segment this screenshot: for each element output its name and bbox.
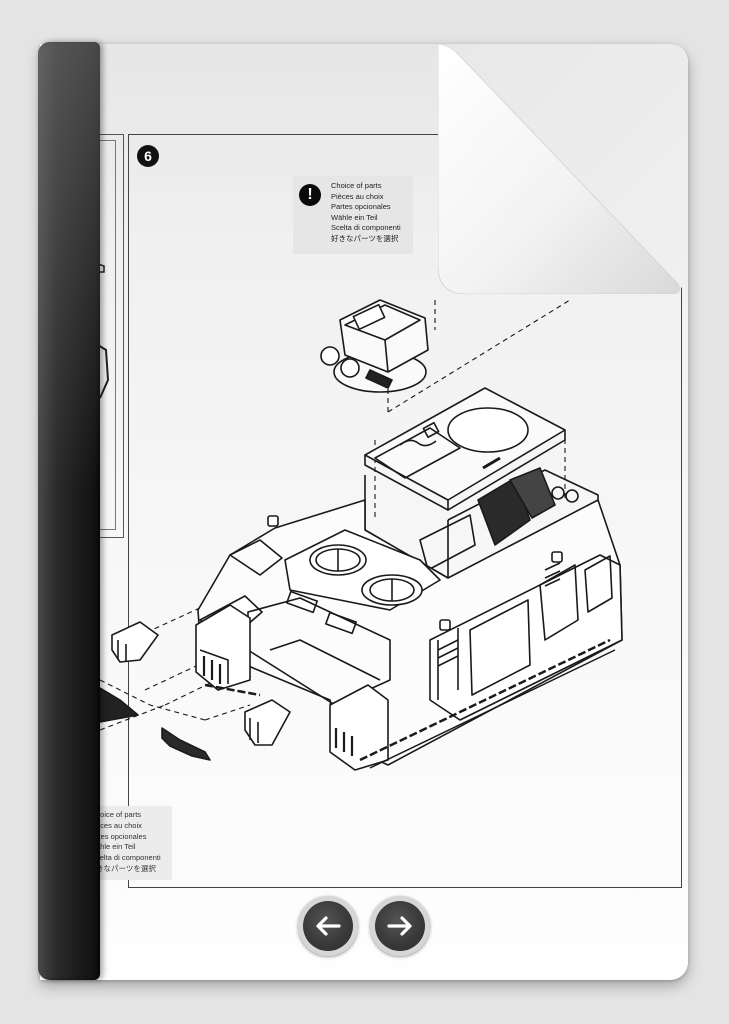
assembly-illustration xyxy=(100,299,623,771)
choice-of-parts-note: ! Choice of parts Pièces au choix Partes… xyxy=(293,176,413,254)
previous-page-button[interactable] xyxy=(298,896,358,956)
step-number-badge: 6 xyxy=(137,145,159,167)
arrow-right-icon xyxy=(387,916,412,936)
next-page-button[interactable] xyxy=(370,896,430,956)
previous-panel-fragment xyxy=(97,263,110,399)
page-curl-corner[interactable] xyxy=(438,44,688,294)
choice-of-parts-note-partial: hoice of parts èces au choix rtes opcion… xyxy=(96,806,172,880)
book-spine xyxy=(38,42,100,980)
arrow-left-icon xyxy=(316,916,341,936)
step-panel-frame xyxy=(128,134,682,888)
exclamation-icon: ! xyxy=(299,184,321,206)
choice-of-parts-text: Choice of parts Pièces au choix Partes o… xyxy=(331,181,401,243)
previous-panel-frame xyxy=(80,134,124,538)
